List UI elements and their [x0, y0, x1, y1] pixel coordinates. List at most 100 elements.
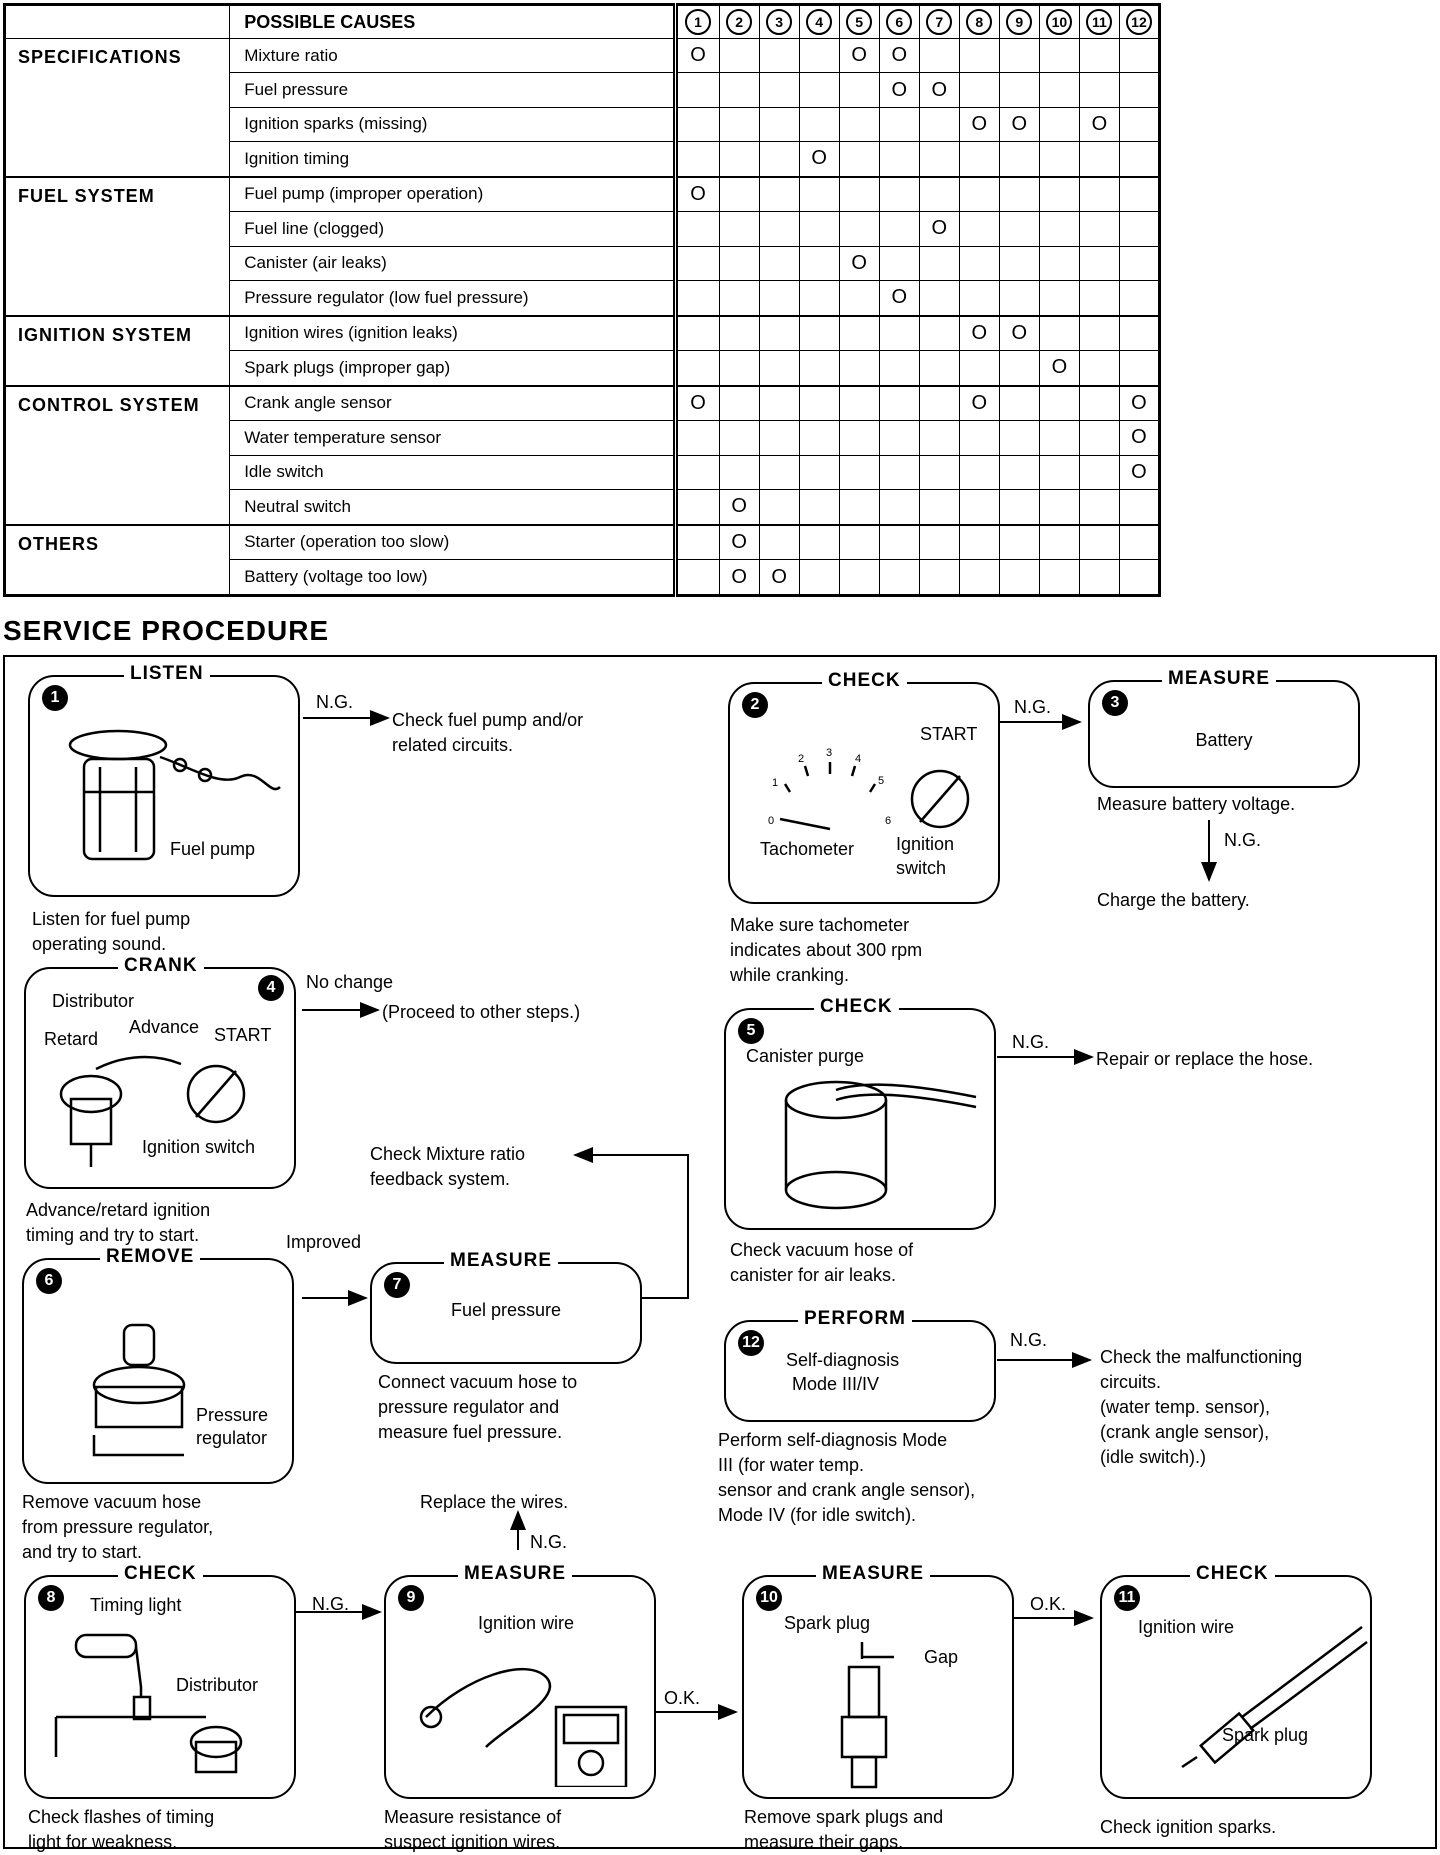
cause-mark — [798, 488, 840, 526]
cause-mark: O — [998, 315, 1040, 352]
step-5-ng: N.G. — [1012, 1032, 1050, 1052]
cause-mark — [1078, 385, 1120, 422]
step-12-ng: N.G. — [1010, 1330, 1048, 1350]
col-header: 8 — [958, 4, 1000, 39]
cause-mark — [958, 559, 1000, 597]
step-12-number: 12 — [738, 1330, 764, 1356]
table-row: Pressure regulator (low fuel pressure) O — [5, 279, 1161, 317]
cause-mark — [918, 420, 960, 456]
step-5-caption-2: canister for air leaks. — [730, 1265, 897, 1285]
cause-mark — [918, 350, 960, 387]
cause-mark — [878, 488, 920, 526]
cause-mark — [998, 559, 1040, 597]
step-3-ng: N.G. — [1224, 830, 1262, 850]
step-10-box: MEASURE 10 Spark plug Gap — [742, 1563, 1014, 1799]
step-9-label: MEASURE — [458, 1563, 573, 1585]
cause-mark — [1118, 279, 1161, 317]
cause-mark — [672, 524, 720, 561]
step-11-number: 11 — [1114, 1585, 1140, 1611]
step-6-inner-2: regulator — [196, 1428, 268, 1448]
step-10-caption-1: Remove spark plugs and — [744, 1807, 944, 1827]
step-4-caption-2: timing and try to start. — [26, 1225, 200, 1245]
step-4-result: (Proceed to other steps.) — [382, 1002, 581, 1022]
step-12-result-2: circuits. — [1100, 1372, 1162, 1392]
step-1-label: LISTEN — [124, 663, 210, 685]
gauge-4: 4 — [855, 753, 861, 765]
cause-mark — [958, 37, 1000, 74]
step-7-result-1: Check Mixture ratio — [370, 1144, 526, 1164]
cause-mark — [918, 385, 960, 422]
step-4-label: CRANK — [118, 955, 204, 977]
step-4-nochange: No change — [306, 972, 394, 992]
cause-mark — [878, 385, 920, 422]
cause-mark — [718, 176, 760, 213]
cause-mark — [1038, 37, 1080, 74]
step-2-start: START — [920, 724, 978, 744]
step-11-box: CHECK 11 Ignition wire Spark plug — [1100, 1563, 1372, 1799]
step-12-caption-3: sensor and crank angle sensor), — [718, 1480, 976, 1500]
cause-mark — [1118, 141, 1161, 178]
cause-mark — [798, 454, 840, 490]
step-9-ng: N.G. — [530, 1532, 568, 1552]
step-6-inner-1: Pressure — [196, 1405, 269, 1425]
service-procedure-frame — [3, 655, 1437, 1849]
step-4-distributor: Distributor — [52, 991, 135, 1011]
step-5-caption-1: Check vacuum hose of — [730, 1240, 914, 1260]
step-8-ng: N.G. — [312, 1594, 350, 1614]
step-11-plug: Spark plug — [1222, 1725, 1309, 1745]
step-12-label: PERFORM — [798, 1308, 912, 1330]
cause-mark: O — [1118, 385, 1161, 422]
cause-mark: O — [878, 279, 920, 317]
cause-item: Pressure regulator (low fuel pressure) — [229, 279, 676, 317]
step-11-wire: Ignition wire — [1138, 1617, 1235, 1637]
table-row: Fuel line (clogged)O — [5, 211, 1161, 247]
col-header: 12 — [1118, 4, 1161, 39]
cause-mark — [918, 141, 960, 178]
gauge-5: 5 — [878, 775, 884, 787]
cause-item: Battery (voltage too low) — [229, 559, 676, 597]
cause-mark: O — [672, 176, 720, 213]
col-header: 7 — [918, 4, 960, 39]
table-row: Canister (air leaks)O — [5, 245, 1161, 281]
step-7-number: 7 — [384, 1272, 410, 1298]
group-name: FUEL SYSTEM — [3, 176, 231, 317]
cause-mark — [1118, 106, 1161, 143]
cause-mark: O — [718, 524, 760, 561]
cause-item: Spark plugs (improper gap) — [229, 350, 676, 387]
step-10-ok: O.K. — [1030, 1594, 1067, 1614]
step-10-inner: Spark plug — [784, 1613, 871, 1633]
step-3-inner: Battery — [1195, 730, 1253, 750]
step-3-label: MEASURE — [1162, 668, 1277, 690]
step-3-caption: Measure battery voltage. — [1097, 794, 1296, 814]
step-5-result: Repair or replace the hose. — [1096, 1049, 1314, 1069]
step-3-result: Charge the battery. — [1097, 890, 1250, 910]
cause-mark — [1038, 488, 1080, 526]
cause-mark — [878, 420, 920, 456]
cause-mark — [878, 211, 920, 247]
cause-mark — [958, 420, 1000, 456]
step-2-tach: Tachometer — [760, 839, 855, 859]
step-8-caption-1: Check flashes of timing — [28, 1807, 215, 1827]
fuel-pump-illustration — [68, 729, 281, 861]
cause-item: Idle switch — [229, 454, 676, 490]
step-7-inner: Fuel pressure — [450, 1300, 562, 1320]
step-4-caption-1: Advance/retard ignition — [26, 1200, 211, 1220]
step-4-box: CRANK 4 Distributor Retard Advance START… — [24, 955, 296, 1189]
cause-item: Fuel line (clogged) — [229, 211, 676, 247]
cause-mark — [838, 106, 880, 143]
cause-mark — [1118, 211, 1161, 247]
cause-mark — [998, 454, 1040, 490]
cause-mark: O — [958, 385, 1000, 422]
cause-mark: O — [1118, 420, 1161, 456]
cause-mark — [878, 559, 920, 597]
step-4-retard: Retard — [44, 1029, 99, 1049]
step-9-caption-1: Measure resistance of — [384, 1807, 562, 1827]
step-12-result-3: (water temp. sensor), — [1100, 1397, 1271, 1417]
step-8-timing: Timing light — [90, 1595, 182, 1615]
cause-mark — [838, 524, 880, 561]
